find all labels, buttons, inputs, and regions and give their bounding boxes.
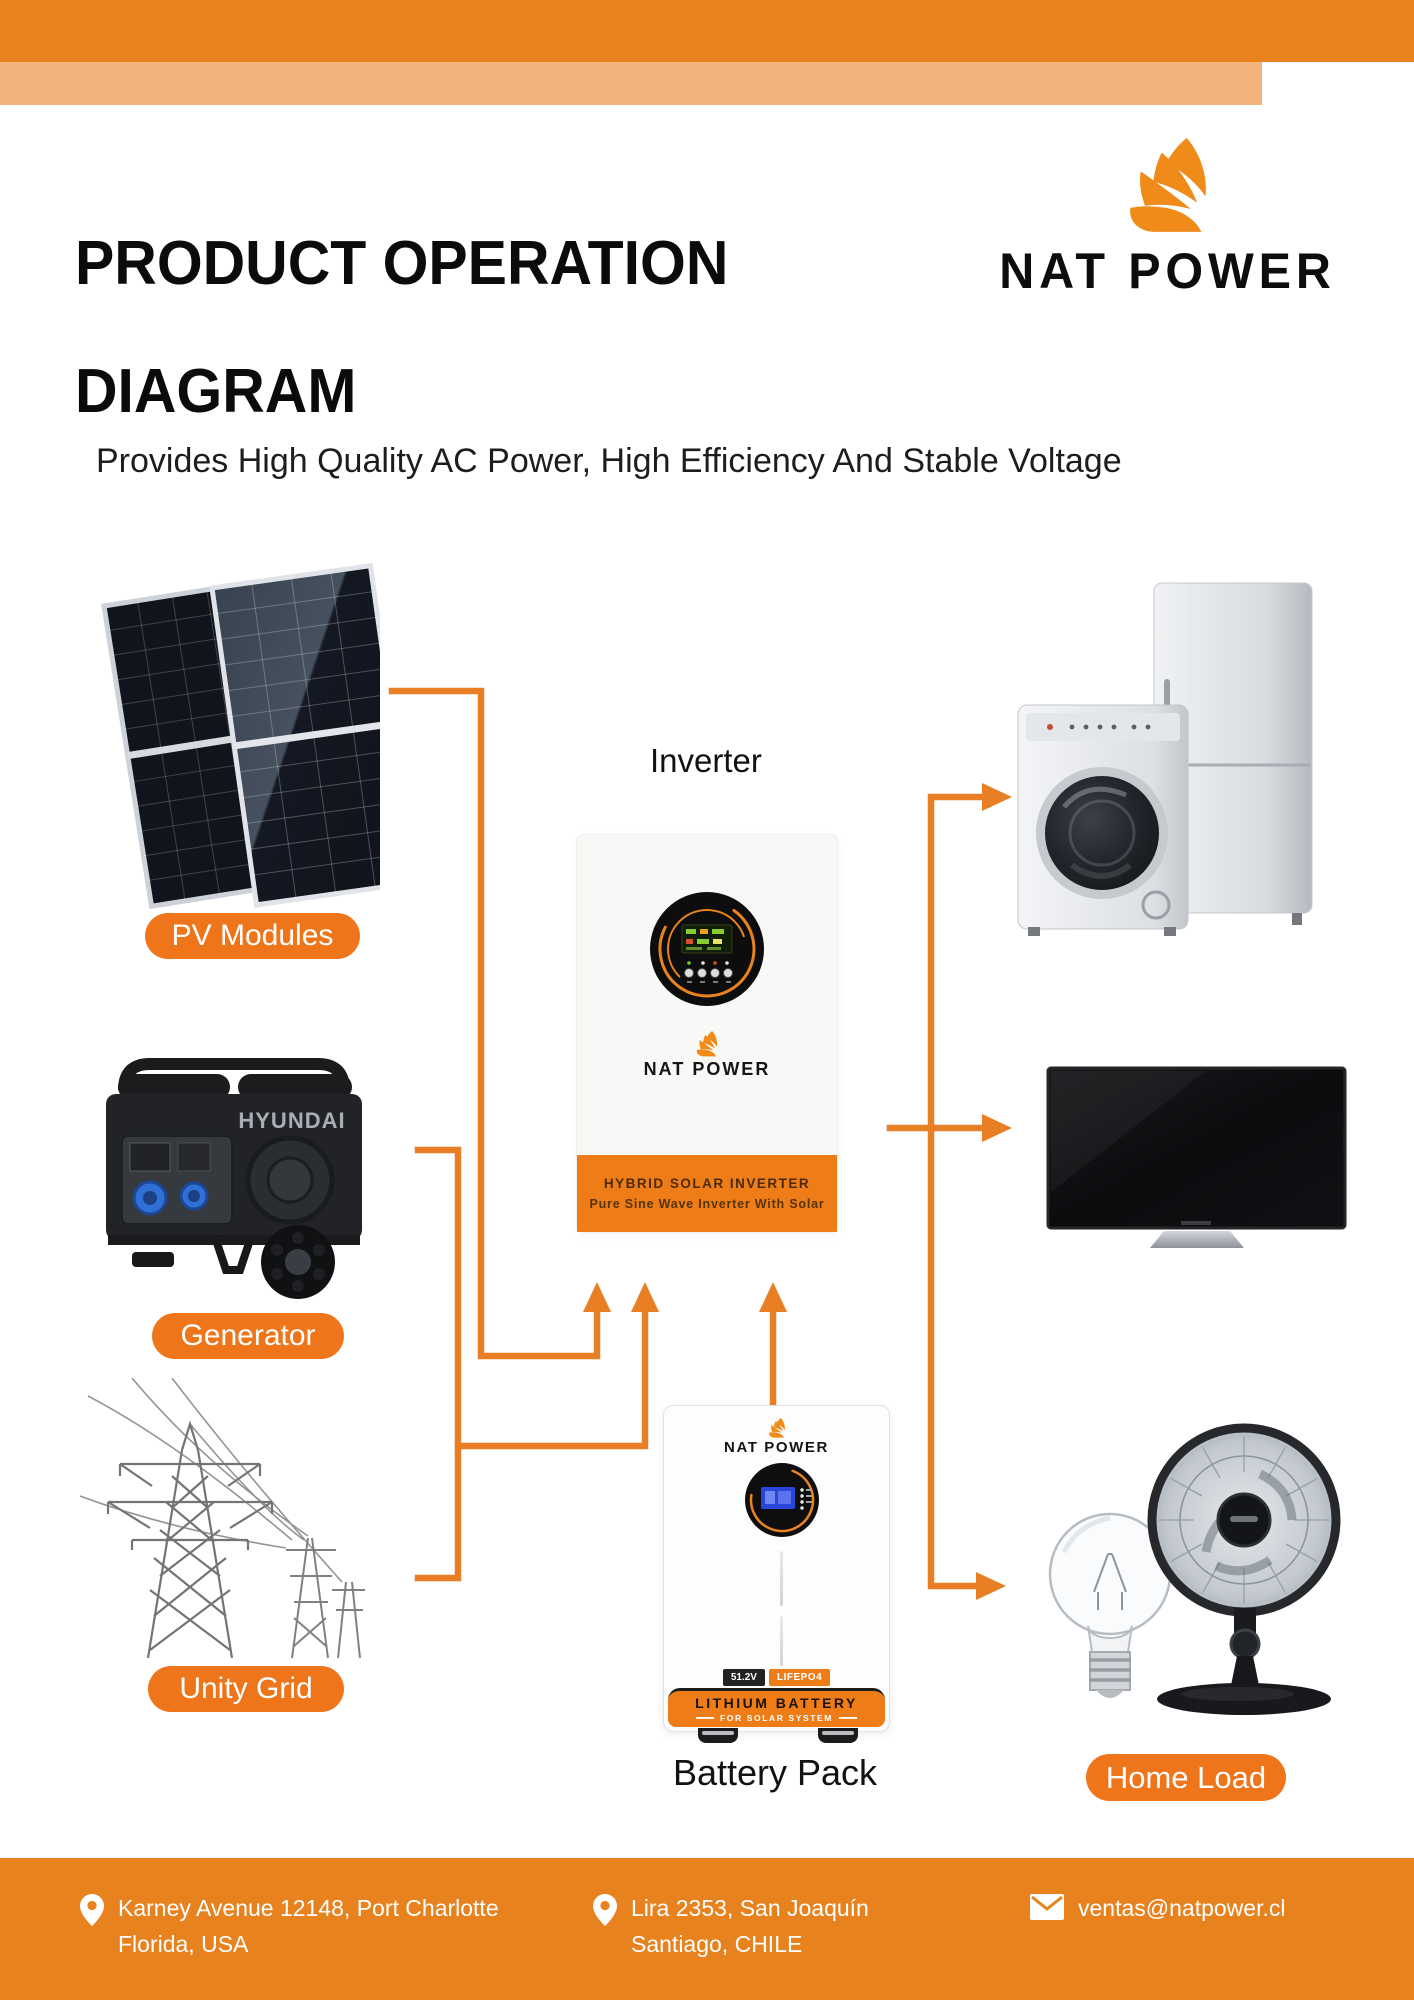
inverter-caption: Inverter: [650, 742, 762, 779]
arrowhead-tv: [982, 1114, 1012, 1142]
brand-logo: NAT POWER: [990, 138, 1345, 300]
footer-chile-line1: Lira 2353, San Joaquín: [631, 1895, 869, 1921]
footer-usa-line1: Karney Avenue 12148, Port Charlotte: [118, 1895, 499, 1921]
battery-band: LITHIUM BATTERY FOR SOLAR SYSTEM: [668, 1688, 885, 1727]
wing-icon: [696, 1031, 718, 1057]
pv-modules-label-text: PV Modules: [171, 919, 334, 952]
page-subtitle: Provides High Quality AC Power, High Eff…: [96, 442, 1122, 480]
arrowhead-pv: [583, 1282, 611, 1312]
page-title: PRODUCT OPERATION DIAGRAM: [75, 232, 728, 424]
map-pin-icon: [593, 1894, 617, 1926]
home-load-label-text: Home Load: [1105, 1759, 1267, 1795]
arrowhead-battery: [759, 1282, 787, 1312]
footer-address-chile: Lira 2353, San Joaquín Santiago, CHILE: [593, 1890, 869, 1962]
inverter-band-subtitle: Pure Sine Wave Inverter With Solar: [589, 1197, 825, 1211]
footer-address-usa: Karney Avenue 12148, Port Charlotte Flor…: [80, 1890, 499, 1962]
inverter-band: HYBRID SOLAR INVERTER Pure Sine Wave Inv…: [577, 1155, 837, 1232]
footer-usa-line2: Florida, USA: [118, 1931, 249, 1957]
pv-modules-label: PV Modules: [145, 913, 360, 959]
tv-image: [1046, 1066, 1347, 1248]
pv-to-inverter-line: [388, 687, 601, 1360]
band-dash-right: [838, 1717, 857, 1719]
battery-caption: Battery Pack: [672, 1752, 878, 1793]
wing-icon: [768, 1418, 785, 1438]
generator-brand-text: HYUNDAI: [238, 1108, 345, 1133]
arrowhead-bus: [631, 1282, 659, 1312]
bus-to-inverter-line: [454, 1308, 649, 1450]
solar-panels-image: [101, 562, 380, 910]
unity-grid-label: Unity Grid: [148, 1666, 344, 1712]
header-bar-light: [0, 62, 1262, 105]
inverter-display: [650, 892, 764, 1006]
battery-chemistry-badge: LIFEPO4: [768, 1669, 831, 1686]
footer-chile-line2: Santiago, CHILE: [631, 1931, 803, 1957]
arrowhead-washer: [982, 783, 1012, 811]
arrowhead-homeload: [976, 1572, 1006, 1600]
battery-foot-left: [698, 1728, 738, 1743]
header-bar-dark: [0, 0, 1414, 62]
map-pin-icon: [80, 1894, 104, 1926]
light-bulb-image: [1048, 1512, 1172, 1698]
fridge-washer-image: [1017, 582, 1313, 936]
inverter-to-loads-line: [886, 793, 986, 1590]
battery-brand-logo: NAT POWER: [664, 1418, 889, 1456]
power-grid-image: [80, 1378, 365, 1659]
page-title-line1: PRODUCT OPERATION: [75, 229, 729, 298]
inverter-device: NAT POWER HYBRID SOLAR INVERTER Pure Sin…: [577, 835, 837, 1232]
envelope-icon: [1030, 1894, 1064, 1920]
inverter-brand-text: NAT POWER: [643, 1059, 771, 1079]
battery-display: [745, 1463, 819, 1537]
battery-brand-text: NAT POWER: [724, 1439, 829, 1456]
battery-device: NAT POWER 51.2V LIFEPO4 LITHIUM BATTERY …: [663, 1405, 890, 1732]
battery-groove-bottom: [780, 1616, 783, 1666]
unity-grid-label-text: Unity Grid: [179, 1672, 313, 1705]
generator-grid-line: [414, 1146, 462, 1582]
footer-email: ventas@natpower.cl: [1030, 1890, 1285, 1926]
battery-groove-top: [780, 1551, 783, 1606]
generator-image: HYUNDAI: [106, 1058, 362, 1299]
footer: Karney Avenue 12148, Port Charlotte Flor…: [0, 1858, 1414, 2000]
generator-label-text: Generator: [180, 1319, 316, 1352]
battery-band-title: LITHIUM BATTERY: [695, 1695, 858, 1711]
brand-name: NAT POWER: [999, 243, 1336, 299]
inverter-band-title: HYBRID SOLAR INVERTER: [603, 1176, 811, 1191]
battery-badges: 51.2V LIFEPO4: [664, 1669, 889, 1686]
battery-band-subtitle: FOR SOLAR SYSTEM: [720, 1713, 833, 1723]
footer-email-text: ventas@natpower.cl: [1078, 1895, 1286, 1921]
fan-image: [1147, 1423, 1341, 1715]
band-dash-left: [696, 1717, 715, 1719]
page-title-line2: DIAGRAM: [75, 357, 357, 426]
home-load-label: Home Load: [1086, 1754, 1286, 1801]
battery-voltage-badge: 51.2V: [722, 1669, 765, 1686]
inverter-brand-logo: NAT POWER: [577, 1031, 837, 1080]
generator-label: Generator: [152, 1313, 344, 1359]
battery-foot-right: [818, 1728, 858, 1743]
